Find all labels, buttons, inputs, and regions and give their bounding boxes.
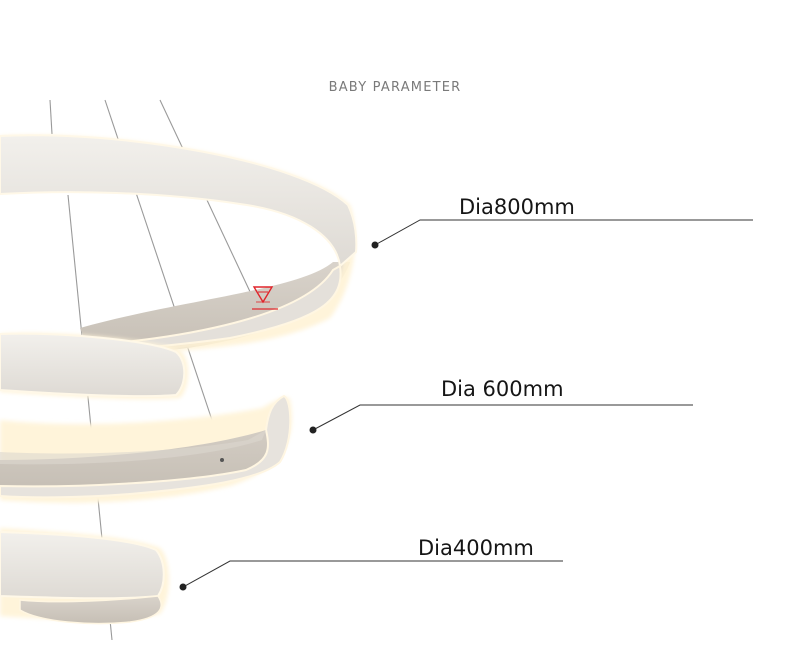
leader-dot-small bbox=[179, 583, 187, 591]
leader-line-small bbox=[182, 560, 563, 588]
small-ring bbox=[0, 528, 169, 625]
medium-ring-band bbox=[0, 394, 292, 499]
large-ring bbox=[0, 134, 358, 354]
small-ring-inner bbox=[19, 595, 162, 625]
dimension-label-medium: Dia 600mm bbox=[441, 377, 564, 401]
page-title: BABY PARAMETER bbox=[328, 80, 462, 95]
medium-ring-inner bbox=[0, 398, 285, 489]
large-ring-inner bbox=[80, 262, 350, 352]
dimension-label-large: Dia800mm bbox=[459, 195, 575, 219]
large-ring-band bbox=[0, 134, 358, 268]
dimension-label-small: Dia400mm bbox=[418, 536, 534, 560]
brand-watermark-logo bbox=[252, 286, 278, 310]
wire-left bbox=[49, 99, 53, 135]
leader-dots bbox=[179, 241, 379, 591]
leader-line-medium bbox=[312, 404, 693, 431]
small-ring-band bbox=[0, 530, 165, 600]
leader-dot-medium bbox=[309, 426, 317, 434]
medium-ring bbox=[0, 394, 292, 503]
leader-lines bbox=[182, 219, 753, 588]
leader-line-large bbox=[374, 219, 753, 246]
large-ring-end bbox=[0, 332, 189, 400]
leader-dot-large bbox=[371, 241, 379, 249]
